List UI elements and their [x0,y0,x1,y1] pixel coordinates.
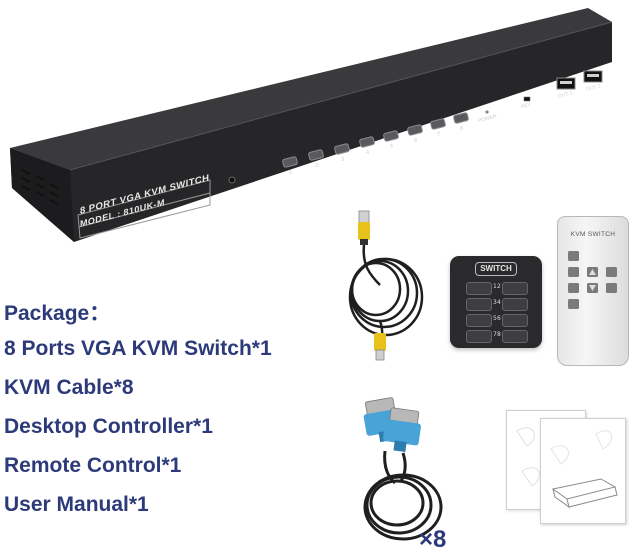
port-number: 3 [341,157,345,163]
coiled-cable-yellow [340,205,445,380]
cable-quantity: ×8 [419,526,447,553]
port-number: 4 [366,150,370,156]
controller-button-7[interactable] [466,330,492,343]
controller-button-4[interactable] [502,298,528,311]
package-item: User Manual*1 [4,493,149,516]
controller-button-2[interactable] [502,282,528,295]
remote-control: KVM SWITCH [557,216,629,366]
controller-switch-badge: SWITCH [475,262,517,276]
package-item: Desktop Controller*1 [4,415,213,438]
package-item: KVM Cable*8 [4,376,134,399]
port-number: 2 [315,163,319,169]
controller-number: 8 [497,331,501,338]
desktop-controller: SWITCH 1 2 3 4 5 6 7 8 [450,256,542,348]
controller-button-6[interactable] [502,314,528,327]
kvm-switch-device: 8 PORT VGA KVM SWITCH MODEL : 810UK-M 1 … [0,0,640,250]
controller-number: 6 [497,315,501,322]
controller-number: 5 [493,315,497,322]
vga-cable-graphic [363,397,443,541]
port-number: 1 [289,170,293,176]
package-item: 8 Ports VGA KVM Switch*1 [4,337,272,360]
remote-buttons-graphic [568,251,617,309]
controller-button-8[interactable] [502,330,528,343]
manual-device-sketch [550,430,618,509]
controller-button-3[interactable] [466,298,492,311]
port-number: 8 [460,126,464,132]
controller-number: 1 [493,283,497,290]
port-number: 7 [437,132,441,138]
port-number: 5 [390,144,394,150]
controller-number: 4 [497,299,501,306]
yellow-cable-graphic [348,210,424,361]
coiled-cable-vga [355,393,455,553]
remote-label: KVM SWITCH [570,231,616,238]
controller-button-1[interactable] [466,282,492,295]
controller-number: 3 [493,299,497,306]
kvm-switch-graphic [10,8,613,242]
package-heading: Package： [4,302,111,325]
user-manual-front [540,418,626,524]
controller-button-5[interactable] [466,314,492,327]
package-item: Remote Control*1 [4,454,182,477]
controller-number: 2 [497,283,501,290]
controller-number: 7 [493,331,497,338]
port-number: 6 [414,138,418,144]
